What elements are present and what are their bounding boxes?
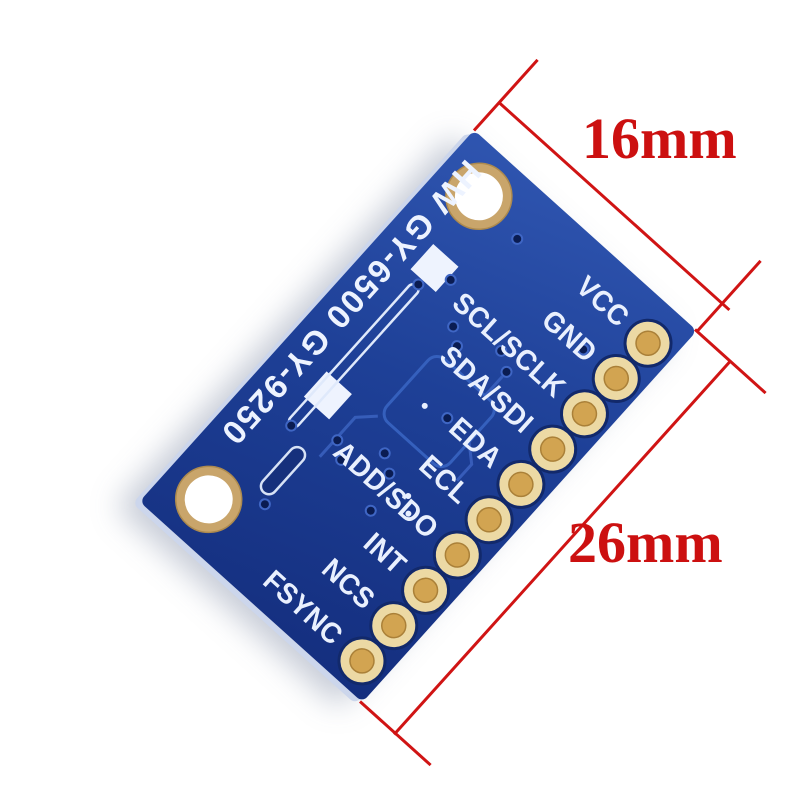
silkscreen-dots — [405, 402, 428, 517]
pcb-board: HW GY-6500 GY-9250 VCC GND SCL/SCLK SDA/… — [139, 130, 697, 703]
mounting-hole-top — [445, 162, 513, 231]
dim26-label: 26mm — [568, 510, 723, 575]
pin-pads — [337, 318, 673, 686]
chip-footprint-outline — [382, 354, 496, 469]
mounting-hole-bottom — [174, 465, 243, 534]
copper-traces — [318, 375, 504, 482]
slot-pad — [259, 445, 307, 496]
vias — [258, 232, 590, 517]
dim16-extension-tick-right — [695, 259, 762, 333]
dim16-label: 16mm — [582, 106, 737, 171]
dim16-extension-tick-top — [472, 58, 539, 132]
pcb-artwork — [174, 162, 673, 686]
